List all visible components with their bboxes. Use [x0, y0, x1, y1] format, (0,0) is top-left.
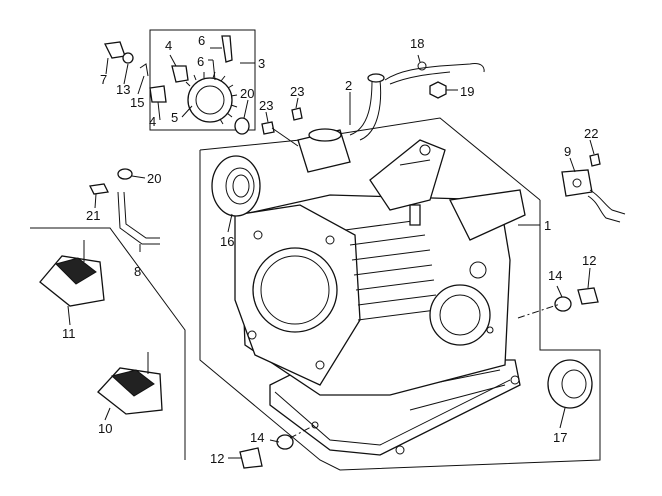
callout-5: 5 [171, 110, 178, 125]
callout-20b: 20 [147, 171, 161, 186]
callout-23b: 23 [290, 84, 304, 99]
callout-23a: 23 [259, 98, 273, 113]
callout-10: 10 [98, 421, 112, 436]
callout-13: 13 [116, 82, 130, 97]
ball-bearing [211, 155, 261, 217]
callout-19: 19 [460, 84, 474, 99]
oil-alert-switch [561, 153, 626, 223]
breather-assembly [261, 61, 485, 173]
callout-12b: 12 [210, 451, 224, 466]
callout-1: 1 [544, 218, 551, 233]
callout-12a: 12 [582, 253, 596, 268]
callout-6b: 6 [197, 54, 204, 69]
callout-2: 2 [345, 78, 352, 93]
callout-4a: 4 [165, 38, 172, 53]
callout-7: 7 [100, 72, 107, 87]
callout-14b: 14 [250, 430, 264, 445]
drain-bolt-bottom [239, 434, 294, 469]
callout-6a: 6 [198, 33, 205, 48]
callout-21: 21 [86, 208, 100, 223]
engine-mount-upper [39, 240, 105, 307]
callout-9: 9 [564, 144, 571, 159]
callout-18: 18 [410, 36, 424, 51]
callout-11: 11 [62, 326, 76, 341]
crankcase-block [234, 139, 526, 456]
callout-14a: 14 [548, 268, 562, 283]
breather-tube [89, 168, 160, 245]
leader-lines [67, 47, 595, 459]
callout-labels: 1 2 3 4 4 5 6 6 7 8 9 10 11 12 12 13 14 … [62, 33, 598, 466]
callout-20a: 20 [240, 86, 254, 101]
drain-bolt-right [554, 287, 599, 312]
governor-assembly [104, 35, 250, 135]
callout-4b: 4 [149, 114, 156, 129]
callout-15: 15 [130, 95, 144, 110]
group-outline-governor [149, 29, 256, 131]
callout-16: 16 [220, 234, 234, 249]
callout-3: 3 [258, 56, 265, 71]
engine-mount-lower [97, 352, 163, 415]
group-outline-crankcase [199, 117, 601, 471]
callout-22: 22 [584, 126, 598, 141]
callout-17: 17 [553, 430, 567, 445]
group-outline-mount [30, 227, 186, 460]
oil-seal [547, 359, 593, 409]
callout-8: 8 [134, 264, 141, 279]
